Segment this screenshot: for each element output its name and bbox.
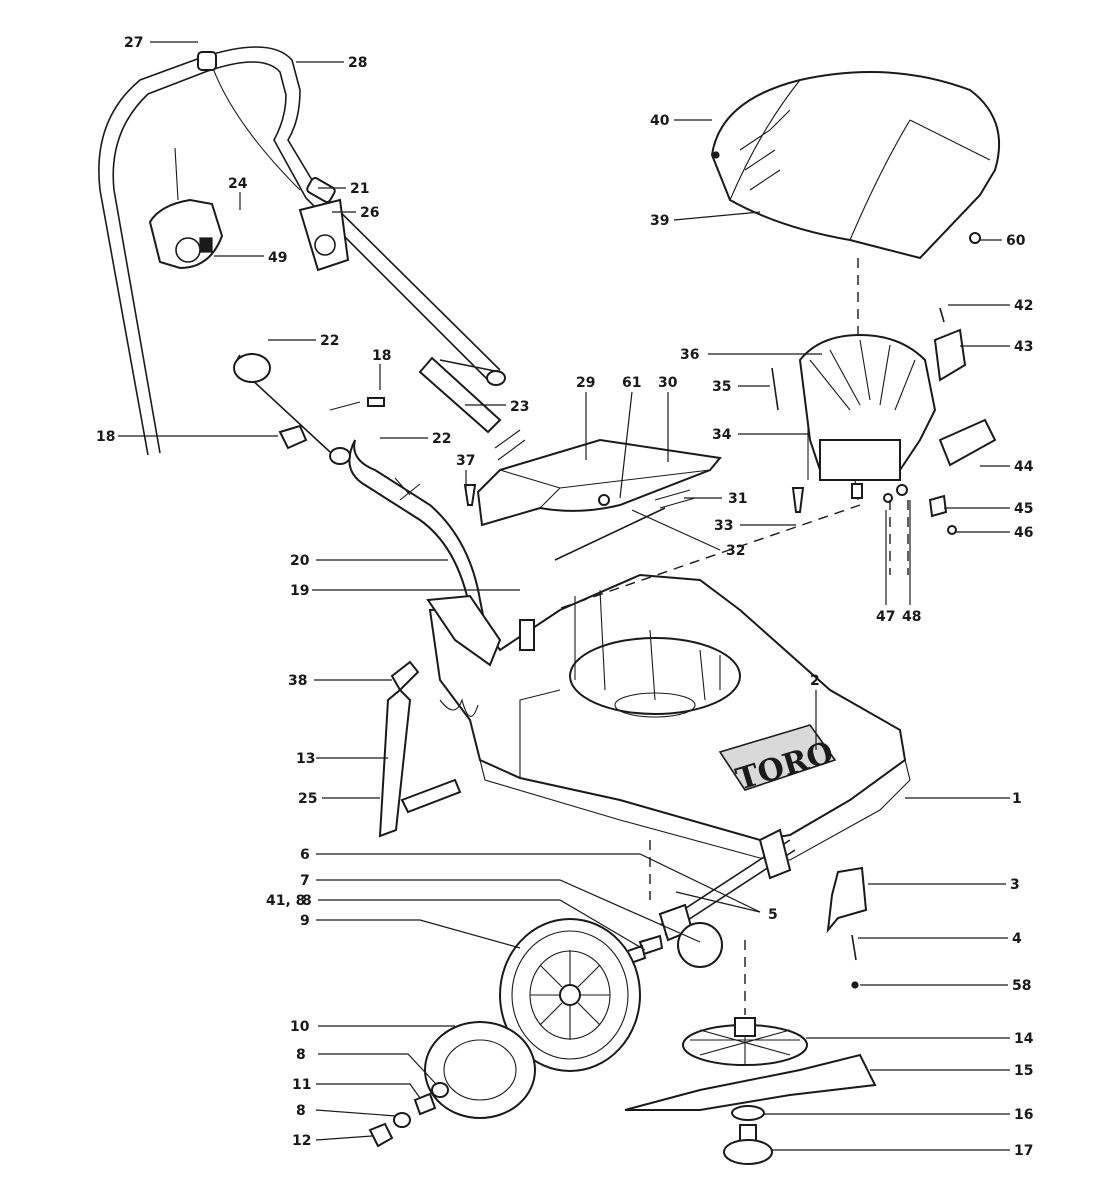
label-42: 42 [1014,298,1033,314]
leader-lines [118,41,1010,1151]
label-3: 3 [1010,877,1020,893]
handle-grip-clip [197,51,217,71]
lower-handle [233,353,526,663]
motor-cover [710,71,1001,260]
height-adjuster-parts [378,660,462,838]
part-labels: 27 28 24 21 26 49 22 18 23 18 22 37 29 6… [96,35,1034,1159]
handle-knob [278,424,308,450]
label-28: 28 [348,55,367,71]
label-10: 10 [290,1019,310,1035]
axle-assembly [623,828,796,968]
label-32: 32 [726,543,745,559]
label-27: 27 [124,35,143,51]
blade-assembly [624,1017,877,1165]
height-adjuster-housing [426,594,502,667]
wheel-cover-hardware [368,1021,536,1148]
switch-box [148,147,224,270]
label-25: 25 [298,791,317,807]
upper-handle [98,46,506,456]
label-26: 26 [360,205,379,221]
toro-logo-plate [718,724,837,791]
label-14: 14 [1014,1031,1034,1047]
label-1: 1 [1012,791,1022,807]
label-17: 17 [1014,1143,1033,1159]
label-4: 4 [1012,931,1022,947]
label-6: 6 [300,847,310,863]
label-37: 37 [456,453,475,469]
bolt-18 [367,397,385,407]
label-43: 43 [1014,339,1033,355]
label-15: 15 [1014,1063,1033,1079]
cable-clip [306,177,336,203]
label-2: 2 [810,673,820,689]
deck-side-parts [826,866,868,989]
label-48: 48 [902,609,921,625]
label-39: 39 [650,213,669,229]
label-58: 58 [1012,978,1031,994]
label-18-left: 18 [96,429,115,445]
label-60: 60 [1006,233,1026,249]
label-61: 61 [622,375,641,391]
label-12: 12 [292,1133,311,1149]
label-20: 20 [290,553,310,569]
adjuster-lever-13 [378,688,412,838]
label-22-upper: 22 [320,333,339,349]
label-35: 35 [712,379,731,395]
motor-assembly [791,328,997,513]
label-5: 5 [768,907,778,923]
label-40: 40 [650,113,670,129]
mower-blade [624,1053,877,1111]
label-47: 47 [876,609,895,625]
label-7: 7 [300,873,310,889]
capacitor-44 [938,418,997,467]
rear-wheel [499,918,641,1072]
handle-tube-23 [418,356,502,434]
label-44: 44 [1014,459,1034,475]
label-31: 31 [728,491,747,507]
label-21: 21 [350,181,369,197]
label-11: 11 [292,1077,311,1093]
label-34: 34 [712,427,732,443]
label-38: 38 [288,673,307,689]
label-46: 46 [1014,525,1033,541]
label-13: 13 [296,751,315,767]
label-29: 29 [576,375,595,391]
label-24: 24 [228,176,248,192]
label-41-8: 41, 8 [266,893,305,909]
motor-terminal-43 [933,328,967,382]
label-36: 36 [680,347,699,363]
label-23: 23 [510,399,529,415]
mower-deck: TORO [426,573,911,861]
assembly-center-lines [554,258,909,1015]
label-8-axle: 8 [302,893,312,909]
label-18-upper: 18 [372,348,391,364]
label-9: 9 [300,913,310,929]
label-33: 33 [714,518,733,534]
label-45: 45 [1014,501,1033,517]
label-22-lower: 22 [432,431,451,447]
motor-hardware [771,307,957,535]
label-19: 19 [290,583,309,599]
label-8-hub: 8 [296,1047,306,1063]
label-8-nut: 8 [296,1103,306,1119]
label-16: 16 [1014,1107,1033,1123]
chute-cover [476,438,722,561]
adjuster-link-25 [400,778,462,814]
label-30: 30 [658,375,678,391]
label-49: 49 [268,250,287,266]
